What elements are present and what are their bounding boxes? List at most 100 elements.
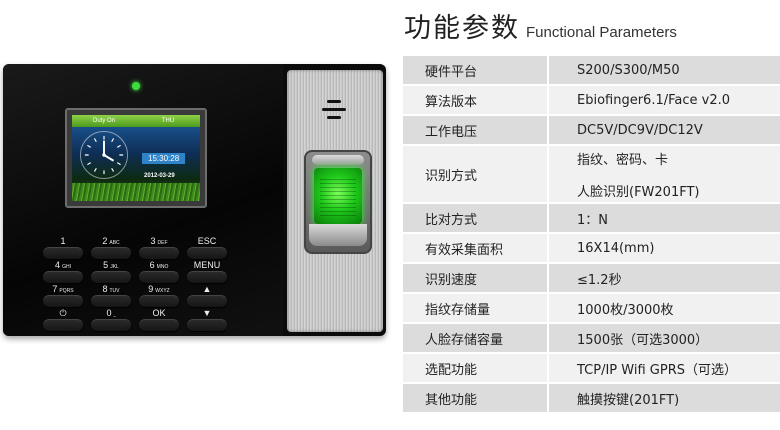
fingerprint-module: [287, 70, 383, 332]
lcd-status-right: THU: [161, 118, 175, 124]
param-value-line: 1000枚/3000枚: [577, 302, 674, 318]
key-sub-label: WXYZ: [155, 288, 170, 294]
lcd-date: 2012-03-29: [144, 173, 175, 179]
param-row: 硬件平台 S200/S300/M50: [403, 56, 780, 86]
keypad-key-label: OK: [139, 308, 179, 318]
key-main-label: ESC: [197, 236, 217, 246]
key-sub-label: ⎵: [113, 312, 116, 318]
device-lcd-screen: Duty On THU 15:30:28: [72, 115, 200, 201]
param-value: 指纹、密码、卡人脸识别(FW201FT): [549, 146, 780, 202]
param-value-line: 1500张（可选3000）: [577, 332, 709, 348]
param-row: 其他功能触摸按键(201FT): [403, 384, 780, 414]
key-sub-label: ABC: [109, 240, 120, 246]
param-key: 比对方式: [403, 204, 549, 232]
param-value: DC5V/DC9V/DC12V: [549, 116, 780, 144]
keypad-key: [187, 247, 227, 259]
param-value-line: 1：N: [577, 212, 608, 228]
param-key: 识别速度: [403, 264, 549, 292]
keypad-key: [91, 295, 131, 307]
param-value-line: 人脸识别(FW201FT): [577, 184, 700, 200]
param-value: 1：N: [549, 204, 780, 232]
keypad-key-label: ⏻: [43, 308, 83, 319]
key-sub-label: JKL: [110, 264, 119, 270]
keypad-key: [43, 319, 83, 331]
param-key: 人脸存储容量: [403, 324, 549, 352]
param-value-line: S200/S300/M50: [577, 62, 680, 78]
lcd-time: 15:30:28: [142, 153, 186, 164]
param-value-line: ≤1.2秒: [577, 272, 622, 288]
param-value-line: TCP/IP Wifi GPRS（可选）: [577, 362, 737, 378]
param-row: 识别方式指纹、密码、卡人脸识别(FW201FT): [403, 146, 780, 204]
param-key: 识别方式: [403, 146, 549, 202]
device-front-panel: Duty On THU 15:30:28: [3, 64, 283, 336]
param-value: ≤1.2秒: [549, 264, 780, 292]
param-value: 16X14(mm): [549, 234, 780, 262]
keypad-key: [91, 319, 131, 331]
section-heading: 功能参数 Functional Parameters: [404, 6, 677, 46]
param-value: 1000枚/3000枚: [549, 294, 780, 322]
param-value-line: 触摸按键(201FT): [577, 392, 680, 408]
param-value-line: Ebiofinger6.1/Face v2.0: [577, 92, 731, 108]
keypad-key: [139, 319, 179, 331]
key-sub-label: PQRS: [59, 288, 74, 294]
keypad-key-label: ESC: [187, 236, 227, 246]
keypad-key: [187, 295, 227, 307]
speaker-grille-icon: [322, 100, 346, 120]
param-key: 有效采集面积: [403, 234, 549, 262]
key-main-label: MENU: [193, 260, 221, 270]
keypad-key-label: MENU: [187, 260, 227, 270]
key-sub-label: MNO: [156, 264, 169, 270]
keypad-key: [139, 295, 179, 307]
key-main-label: ▲: [202, 284, 212, 294]
param-value: S200/S300/M50: [549, 56, 780, 84]
key-main-label: 7: [52, 284, 58, 294]
sensor-finger-rest: [309, 224, 367, 246]
keypad-key: [43, 247, 83, 259]
lcd-grass-wallpaper: [72, 183, 200, 201]
keypad-key-label: 0⎵: [91, 308, 131, 318]
param-value-line: 指纹、密码、卡: [577, 152, 669, 168]
key-main-label: 5: [103, 260, 109, 270]
analog-clock-icon: [80, 131, 128, 179]
keypad-key: [43, 271, 83, 283]
lcd-status-bar: Duty On THU: [72, 115, 200, 127]
keypad-key: [139, 271, 179, 283]
sensor-top-rim: [312, 155, 364, 165]
key-main-label: 1: [60, 236, 66, 246]
key-sub-label: DEF: [157, 240, 168, 246]
param-key: 算法版本: [403, 86, 549, 114]
param-key: 硬件平台: [403, 56, 549, 84]
key-main-label: 2: [102, 236, 108, 246]
key-main-label: 3: [150, 236, 156, 246]
keypad-key: [91, 271, 131, 283]
param-row: 人脸存储容量 1500张（可选3000）: [403, 324, 780, 354]
param-key: 工作电压: [403, 116, 549, 144]
param-value: Ebiofinger6.1/Face v2.0: [549, 86, 780, 114]
keypad-key-label: 1: [43, 236, 83, 246]
key-main-label: 4: [55, 260, 61, 270]
key-main-label: ⏻: [59, 308, 67, 318]
fingerprint-sensor: [304, 150, 372, 254]
device-screen-bezel: Duty On THU 15:30:28: [65, 108, 207, 208]
key-main-label: 9: [148, 284, 154, 294]
param-key: 指纹存储量: [403, 294, 549, 322]
param-value: 1500张（可选3000）: [549, 324, 780, 352]
keypad-key: [43, 295, 83, 307]
keypad-key: [139, 247, 179, 259]
param-row: 识别速度 ≤1.2秒: [403, 264, 780, 294]
key-main-label: 0: [106, 308, 112, 318]
param-row: 指纹存储量 1000枚/3000枚: [403, 294, 780, 324]
param-value: TCP/IP Wifi GPRS（可选）: [549, 354, 780, 382]
status-led-icon: [132, 82, 140, 90]
attendance-terminal-image: Duty On THU 15:30:28: [3, 64, 386, 336]
param-row: 算法版本 Ebiofinger6.1/Face v2.0: [403, 86, 780, 116]
keypad-key: [91, 247, 131, 259]
